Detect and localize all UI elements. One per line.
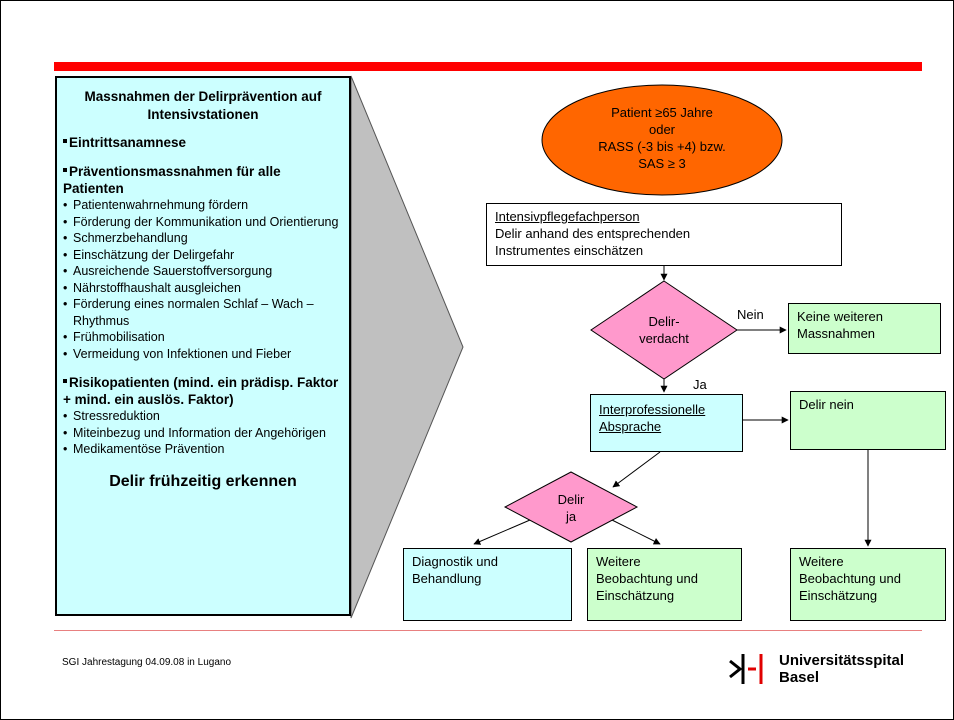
panel-footer: Delir frühzeitig erkennen	[109, 472, 297, 490]
further-observation-box-2: Weitere Beobachtung und Einschätzung	[790, 548, 946, 621]
section-risk-patients-label: Risikopatienten (mind. ein prädisp. Fakt…	[63, 375, 339, 407]
list-item: Vermeidung von Infektionen und Fieber	[63, 346, 343, 363]
logo-line: Universitätsspital	[779, 652, 905, 669]
list-item: Ausreichende Sauerstoffversorgung	[63, 263, 343, 280]
list-item: Medikamentöse Prävention	[63, 441, 343, 458]
box-line: Keine weiteren	[797, 309, 883, 324]
box-line: Absprache	[599, 419, 662, 434]
list-item: Patientenwahrnehmung fördern	[63, 197, 343, 214]
logo-text: Universitätsspital Basel	[779, 652, 904, 686]
box-line: Diagnostik und	[412, 554, 498, 569]
oval-line: SAS ≥ 3	[638, 156, 686, 171]
list-item: Stressreduktion	[63, 408, 343, 425]
delir-no-box: Delir nein	[790, 391, 946, 450]
box-line: Beobachtung und	[799, 571, 901, 586]
box-line: Weitere	[596, 554, 641, 569]
list-item: Förderung der Kommunikation und Orientie…	[63, 214, 343, 231]
oval-line: Patient ≥65 Jahre	[611, 105, 713, 120]
decision-diamond-1-label: Delir- verdacht	[614, 313, 714, 347]
logo-line: Basel	[779, 669, 820, 686]
list-item: Nährstoffhaushalt ausgleichen	[63, 280, 343, 297]
section-risk-patients: Risikopatienten (mind. ein prädisp. Fakt…	[63, 374, 343, 408]
list-item: Miteinbezug und Information der Angehöri…	[63, 425, 343, 442]
oval-line: RASS (-3 bis +4) bzw.	[598, 139, 726, 154]
assessment-box-title: Intensivpflegefachperson	[495, 209, 640, 224]
panel-title: Massnahmen der Delirprävention auf Inten…	[84, 89, 322, 122]
square-bullet-icon	[63, 379, 67, 384]
diamond-line: verdacht	[639, 331, 689, 346]
decision-diamond-2	[503, 471, 639, 543]
box-line: Einschätzung	[596, 588, 675, 603]
university-logo-icon	[729, 654, 763, 684]
list-item: Förderung eines normalen Schlaf – Wach –…	[63, 296, 343, 329]
diagnostics-treatment-box: Diagnostik und Behandlung	[403, 548, 572, 621]
decision-diamond-2-label: Delir ja	[531, 491, 611, 525]
box-line: Delir nein	[799, 397, 854, 412]
assessment-box: Intensivpflegefachperson Delir anhand de…	[486, 203, 842, 266]
box-line: Weitere	[799, 554, 844, 569]
box-line: Massnahmen	[797, 326, 876, 341]
assessment-box-line: Delir anhand des entsprechenden	[495, 226, 691, 241]
section-all-patients-label: Präventionsmassnahmen für alle Patienten	[63, 164, 281, 196]
arrow-diamond2-to-diag	[473, 519, 531, 545]
header-red-bar	[54, 62, 922, 71]
diamond-line: ja	[565, 509, 577, 524]
oval-line: oder	[648, 122, 676, 137]
section-all-patients: Präventionsmassnahmen für alle Patienten	[63, 163, 343, 197]
box-line: Interprofessionelle	[599, 402, 706, 417]
list-item: Einschätzung der Delirgefahr	[63, 247, 343, 264]
diamond-line: Delir	[557, 492, 585, 507]
interprofessional-box: Interprofessionelle Absprache	[590, 394, 743, 452]
start-oval-label: Patient ≥65 Jahre oder RASS (-3 bis +4) …	[572, 104, 752, 172]
further-observation-box-1: Weitere Beobachtung und Einschätzung	[587, 548, 742, 621]
section-admission: Eintrittsanamnese	[63, 134, 343, 151]
arrow-diamond2-to-observe1	[611, 519, 661, 545]
list-item: Schmerzbehandlung	[63, 230, 343, 247]
footer-divider	[54, 630, 922, 631]
arrow-interprof-to-diamond2	[612, 451, 661, 488]
box-line: Einschätzung	[799, 588, 878, 603]
label-nein: Nein	[737, 307, 764, 322]
label-ja: Ja	[693, 377, 707, 392]
square-bullet-icon	[63, 168, 67, 173]
diamond-line: Delir-	[648, 314, 680, 329]
no-further-measures-box: Keine weiteren Massnahmen	[788, 303, 941, 354]
section-admission-label: Eintrittsanamnese	[69, 135, 187, 150]
box-line: Behandlung	[412, 571, 482, 586]
prevention-measures-panel: Massnahmen der Delirprävention auf Inten…	[55, 76, 351, 616]
square-bullet-icon	[63, 139, 67, 144]
footer-caption: SGI Jahrestagung 04.09.08 in Lugano	[62, 657, 232, 668]
assessment-box-line: Instrumentes einschätzen	[495, 243, 644, 258]
list-item: Frühmobilisation	[63, 329, 343, 346]
university-logo: Universitätsspital Basel	[727, 652, 927, 688]
start-oval	[541, 84, 783, 196]
box-line: Beobachtung und	[596, 571, 698, 586]
chevron-arrow	[350, 75, 464, 619]
